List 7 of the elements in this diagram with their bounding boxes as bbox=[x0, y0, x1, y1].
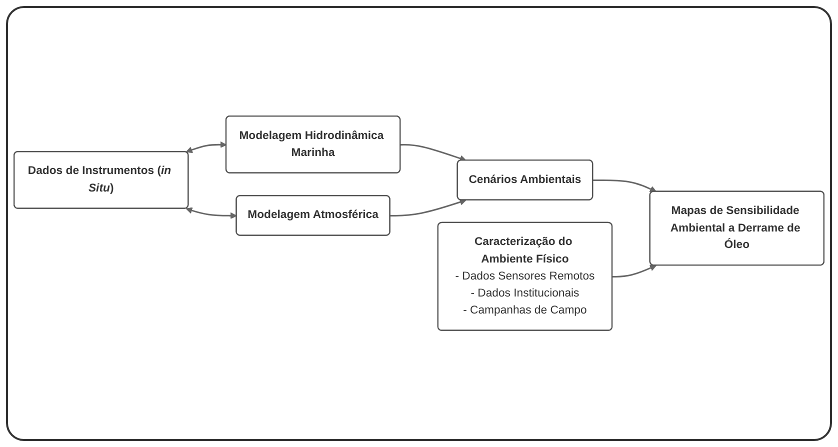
arrow bbox=[186, 142, 227, 154]
arrow bbox=[592, 180, 657, 192]
arrow bbox=[186, 208, 237, 220]
arrow bbox=[390, 199, 466, 217]
diagram-frame: Modelagem Hidrodinâmica Marinha Dados de Instrumentos (in Situ) Modelagem Atmosférica Cenários Ambientais Caracterização do Ambiente Físico - Dados Sensores Remotos - Dados Institucionais - Campanhas de Campo Mapas de Sensibilidade Ambiental a Derrame de Óleo bbox=[6, 6, 832, 441]
arrow bbox=[400, 144, 466, 162]
arrow bbox=[612, 265, 657, 278]
